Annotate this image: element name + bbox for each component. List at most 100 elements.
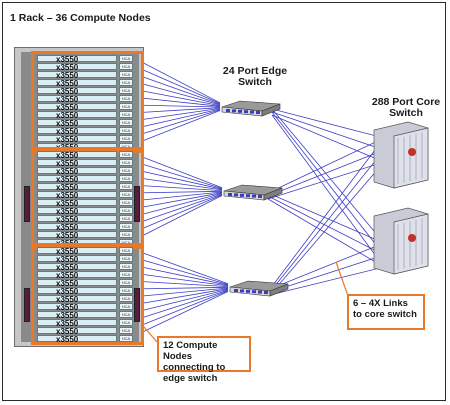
edge-to-core-link bbox=[271, 114, 385, 268]
node-label: x3550 bbox=[56, 94, 79, 104]
hca-tag: HCA bbox=[119, 118, 133, 126]
node-bay: x3550 bbox=[37, 286, 117, 296]
edge-switch bbox=[221, 100, 281, 117]
node-label: x3550 bbox=[56, 70, 79, 80]
node-to-edge-link bbox=[131, 107, 221, 114]
edge-to-core-link bbox=[269, 242, 385, 290]
compute-node: x3550 HCA bbox=[21, 254, 139, 264]
nodes-callout: 12 Compute Nodes connecting to edge swit… bbox=[157, 336, 251, 384]
node-bay: x3550 bbox=[37, 62, 117, 72]
rack-handle bbox=[134, 186, 140, 222]
hca-tag: HCA bbox=[119, 334, 133, 342]
node-to-edge-link bbox=[131, 280, 229, 287]
hca-tag: HCA bbox=[119, 126, 133, 134]
node-to-edge-link bbox=[131, 176, 223, 191]
node-label: x3550 bbox=[56, 254, 79, 264]
hca-tag: HCA bbox=[119, 286, 133, 294]
node-label: x3550 bbox=[56, 222, 79, 232]
node-bay: x3550 bbox=[37, 54, 117, 64]
edge-to-core-link bbox=[267, 137, 385, 194]
node-to-edge-link bbox=[131, 96, 221, 107]
node-label: x3550 bbox=[56, 334, 79, 344]
hca-tag: HCA bbox=[119, 134, 133, 142]
hca-tag: HCA bbox=[119, 182, 133, 190]
node-bay: x3550 bbox=[37, 254, 117, 264]
node-to-edge-link bbox=[131, 289, 229, 322]
node-bay: x3550 bbox=[37, 118, 117, 128]
edge-to-core-link bbox=[271, 108, 385, 244]
node-bay: x3550 bbox=[37, 86, 117, 96]
node-bay: x3550 bbox=[37, 198, 117, 208]
edge-to-core-link bbox=[269, 254, 385, 293]
node-to-edge-link bbox=[131, 194, 223, 234]
node-to-edge-link bbox=[131, 110, 221, 146]
node-to-edge-link bbox=[131, 288, 229, 306]
hca-tag: HCA bbox=[119, 270, 133, 278]
hca-tag: HCA bbox=[119, 86, 133, 94]
rack-handle bbox=[24, 288, 30, 322]
hca-tag: HCA bbox=[119, 294, 133, 302]
edge-switch bbox=[223, 184, 283, 201]
edge-to-core-link bbox=[271, 111, 385, 256]
hca-tag: HCA bbox=[119, 318, 133, 326]
node-label: x3550 bbox=[56, 190, 79, 200]
node-label: x3550 bbox=[56, 214, 79, 224]
compute-node: x3550 HCA bbox=[21, 334, 139, 344]
node-label: x3550 bbox=[56, 134, 79, 144]
node-to-edge-link bbox=[131, 152, 223, 189]
hca-tag: HCA bbox=[119, 190, 133, 198]
node-to-edge-link bbox=[131, 80, 221, 106]
node-bay: x3550 bbox=[37, 278, 117, 288]
node-label: x3550 bbox=[56, 78, 79, 88]
node-to-edge-link bbox=[131, 88, 221, 106]
node-to-edge-link bbox=[131, 160, 223, 189]
hca-tag: HCA bbox=[119, 214, 133, 222]
node-bay: x3550 bbox=[37, 70, 117, 80]
core-switch bbox=[373, 121, 429, 189]
node-label: x3550 bbox=[56, 174, 79, 184]
node-bay: x3550 bbox=[37, 246, 117, 256]
node-to-edge-link bbox=[131, 289, 229, 314]
hca-tag: HCA bbox=[119, 110, 133, 118]
node-bay: x3550 bbox=[37, 334, 117, 344]
node-to-edge-link bbox=[131, 184, 223, 191]
hca-tag: HCA bbox=[119, 254, 133, 262]
node-bay: x3550 bbox=[37, 294, 117, 304]
node-to-edge-link bbox=[131, 192, 223, 210]
hca-tag: HCA bbox=[119, 198, 133, 206]
edge-to-core-link bbox=[267, 149, 385, 197]
node-to-edge-link bbox=[131, 193, 223, 218]
node-bay: x3550 bbox=[37, 326, 117, 336]
node-label: x3550 bbox=[56, 54, 79, 64]
edge-to-core-link bbox=[271, 114, 385, 163]
hca-tag: HCA bbox=[119, 246, 133, 254]
node-bay: x3550 bbox=[37, 150, 117, 160]
edge-switch-title: 24 Port Edge Switch bbox=[222, 65, 288, 88]
hca-tag: HCA bbox=[119, 62, 133, 70]
hca-tag: HCA bbox=[119, 158, 133, 166]
rack-handle bbox=[24, 186, 30, 222]
hca-tag: HCA bbox=[119, 278, 133, 286]
node-to-edge-link bbox=[131, 287, 229, 298]
node-bay: x3550 bbox=[37, 222, 117, 232]
node-label: x3550 bbox=[56, 270, 79, 280]
core-switch bbox=[373, 207, 429, 275]
node-to-edge-link bbox=[131, 195, 223, 242]
node-bay: x3550 bbox=[37, 94, 117, 104]
compute-node: x3550 HCA bbox=[21, 134, 139, 144]
node-label: x3550 bbox=[56, 206, 79, 216]
